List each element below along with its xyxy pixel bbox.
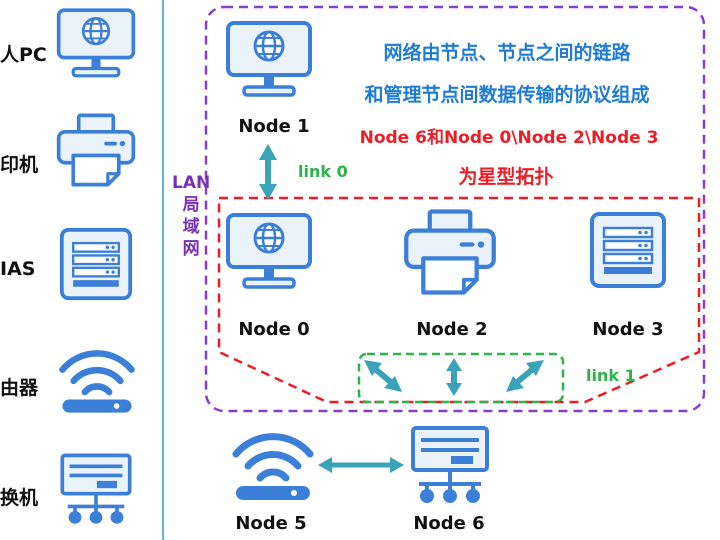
star-topology-title: 为星型拓扑 xyxy=(458,166,554,188)
lan-label: LAN 局 域 网 xyxy=(172,172,210,260)
node1-monitor-icon xyxy=(228,23,310,95)
node0-monitor-icon xyxy=(228,215,310,287)
monitor-globe-icon xyxy=(56,8,136,78)
link0-arrow xyxy=(259,144,277,200)
description-line1: 网络由节点、节点之间的链路 xyxy=(383,42,631,64)
outer-container xyxy=(162,0,165,540)
lan-label-line3: 域 xyxy=(182,217,200,237)
node3-label: Node 3 xyxy=(592,319,664,340)
node5-node6-arrow xyxy=(318,457,404,473)
link1-arrow-left xyxy=(364,360,402,392)
network-switch-icon xyxy=(60,453,132,526)
lan-boundary xyxy=(204,5,706,413)
node3-nas-icon xyxy=(590,212,666,288)
link1-group xyxy=(357,352,565,404)
node6-label: Node 6 xyxy=(413,513,485,534)
link1-arrow-right xyxy=(506,360,544,392)
node0-label: Node 0 xyxy=(238,319,310,340)
description-line2: 和管理节点间数据传输的协议组成 xyxy=(364,84,650,106)
link1-arrow-center xyxy=(446,358,462,396)
node2-printer-icon xyxy=(406,211,493,292)
node5-router-icon xyxy=(236,437,310,500)
sidebar-label-router: 由器 xyxy=(0,377,39,399)
nas-storage-icon xyxy=(59,227,133,301)
lan-label-line4: 网 xyxy=(182,239,200,259)
wifi-router-icon xyxy=(62,353,131,412)
sidebar-label-printer: 印机 xyxy=(0,154,39,176)
node1-label: Node 1 xyxy=(238,116,310,137)
lan-label-line2: 局 xyxy=(182,195,200,215)
link0-label: link 0 xyxy=(298,162,348,181)
node6-switch-icon xyxy=(413,428,487,503)
printer-icon xyxy=(56,113,136,187)
link1-label: link 1 xyxy=(586,366,636,385)
sidebar-label-switch: 换机 xyxy=(0,487,39,509)
sidebar-label-nas: IAS xyxy=(0,258,36,280)
star-topology-note: Node 6和Node 0\Node 2\Node 3 xyxy=(359,128,659,148)
star-topology-boundary xyxy=(217,196,701,404)
sidebar-label-pc: 人PC xyxy=(0,44,47,66)
lan-label-line1: LAN xyxy=(172,173,211,193)
node2-label: Node 2 xyxy=(416,319,488,340)
node5-label: Node 5 xyxy=(235,513,307,534)
